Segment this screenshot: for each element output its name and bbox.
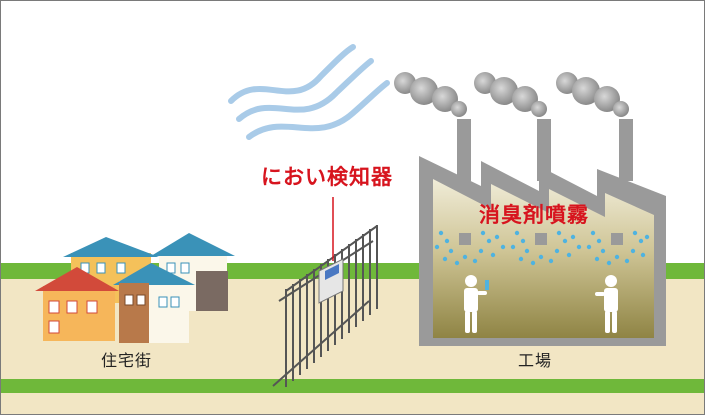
detector-device-icon (318, 258, 344, 304)
detector-label: におい検知器 (261, 165, 393, 189)
sprayer-icon (510, 230, 582, 266)
chimney (457, 119, 471, 181)
spray-label: 消臭剤噴霧 (479, 203, 589, 227)
worker-icon (464, 275, 489, 333)
fence-icon (272, 225, 378, 387)
smoke-icon (394, 72, 467, 117)
grass-strip-bottom (1, 379, 704, 393)
smoke-icon (556, 72, 629, 117)
factory-label: 工場 (518, 351, 553, 370)
smoke-icon (474, 72, 547, 117)
chimney (619, 119, 633, 181)
sprayer-icon (434, 230, 506, 266)
house-icon (113, 263, 195, 343)
residential-label: 住宅街 (101, 351, 153, 370)
sprayer-icon (586, 230, 650, 266)
wind-icon (228, 44, 390, 140)
chimney (537, 119, 551, 181)
worker-icon (595, 275, 618, 333)
factory (419, 119, 666, 346)
house-icon (35, 267, 119, 341)
